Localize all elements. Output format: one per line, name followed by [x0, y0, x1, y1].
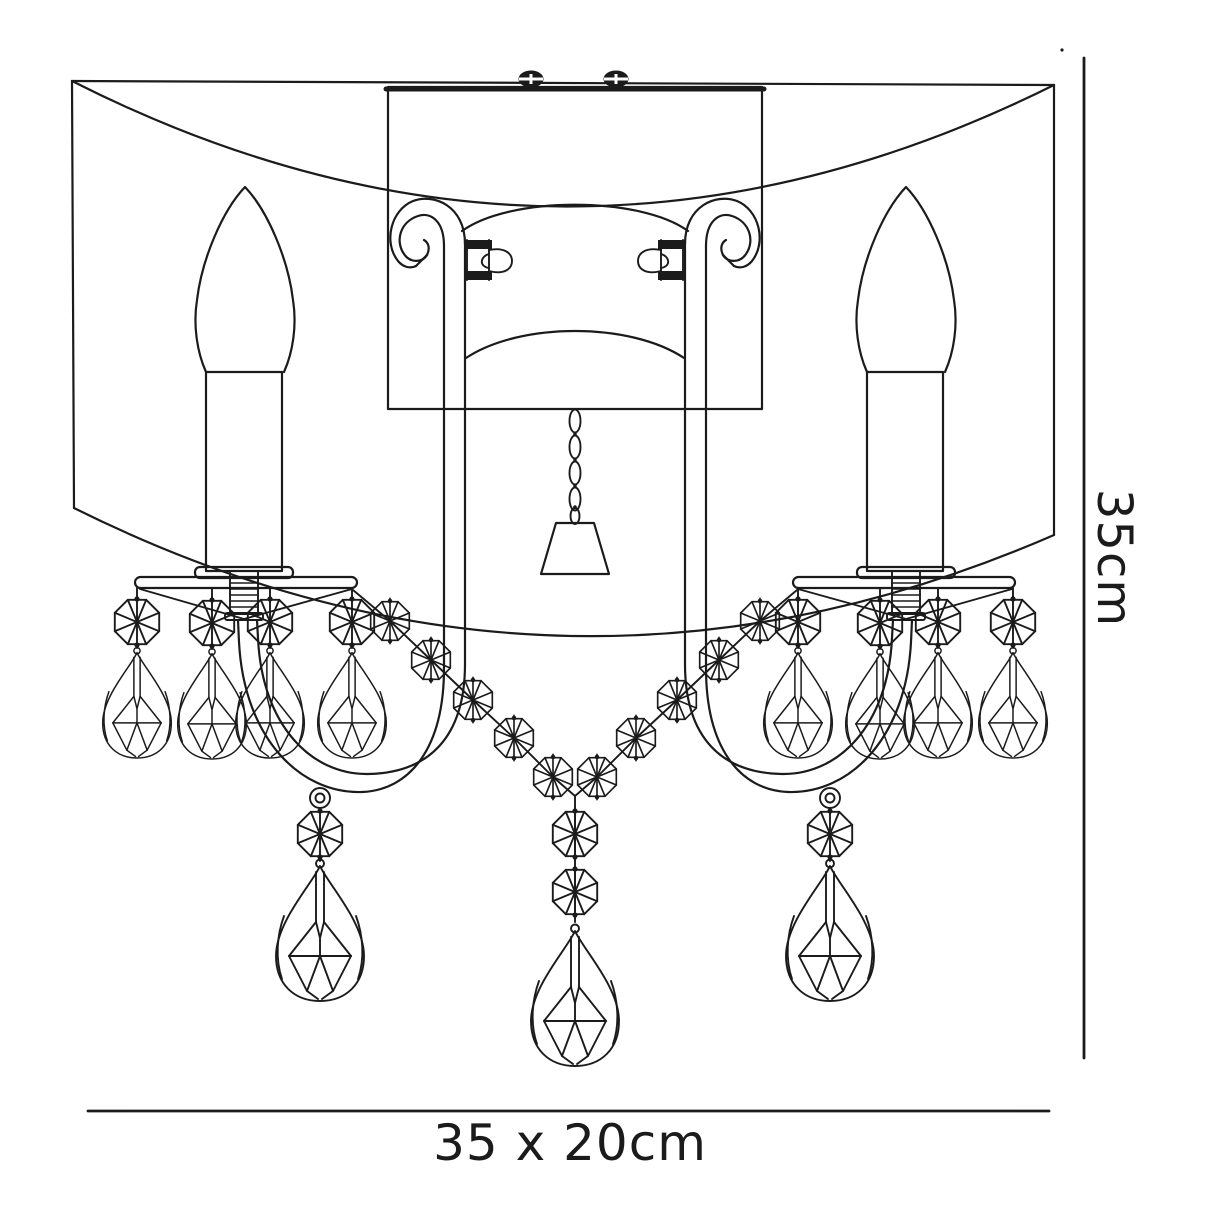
- left-threaded-rod: [224, 570, 264, 621]
- left-candle: [133, 185, 359, 621]
- right-candle-sleeve: [865, 370, 945, 573]
- left-bulb: [194, 185, 296, 374]
- right-arm: [683, 197, 914, 794]
- bell-shade-icon: [539, 521, 611, 576]
- mounting-screw-icon: [602, 69, 630, 89]
- left-candle-sleeve: [204, 370, 284, 573]
- right-socket-clamp: [637, 239, 686, 281]
- right-support-wires: [797, 588, 1013, 620]
- width-depth-dimension-label: 35 x 20cm: [433, 1114, 707, 1172]
- left-support-wires: [139, 588, 353, 620]
- mounting-screw-icon: [517, 69, 545, 89]
- shade-outline: [70, 79, 1056, 638]
- right-arm-finial: [785, 787, 875, 1002]
- center-pendant: [530, 807, 620, 1067]
- right-arm-scroll-hook: [683, 197, 761, 269]
- left-arm-finial: [275, 787, 365, 1002]
- left-arm: [236, 197, 467, 794]
- backplate-upper-arch: [460, 203, 690, 233]
- left-arm-scroll-hook: [389, 197, 467, 269]
- center-chain-and-bell: [539, 408, 611, 576]
- right-candle: [791, 185, 1017, 621]
- height-dimension-label: 35cm: [1086, 489, 1142, 627]
- height-dimension: 35cm: [1060, 48, 1142, 1060]
- right-bulb: [855, 185, 957, 374]
- width-depth-dimension: 35 x 20cm: [86, 1109, 1051, 1172]
- left-socket-clamp: [464, 239, 513, 281]
- backplate-lower-arch: [464, 329, 686, 360]
- shade-top-rim-curve: [70, 79, 1056, 208]
